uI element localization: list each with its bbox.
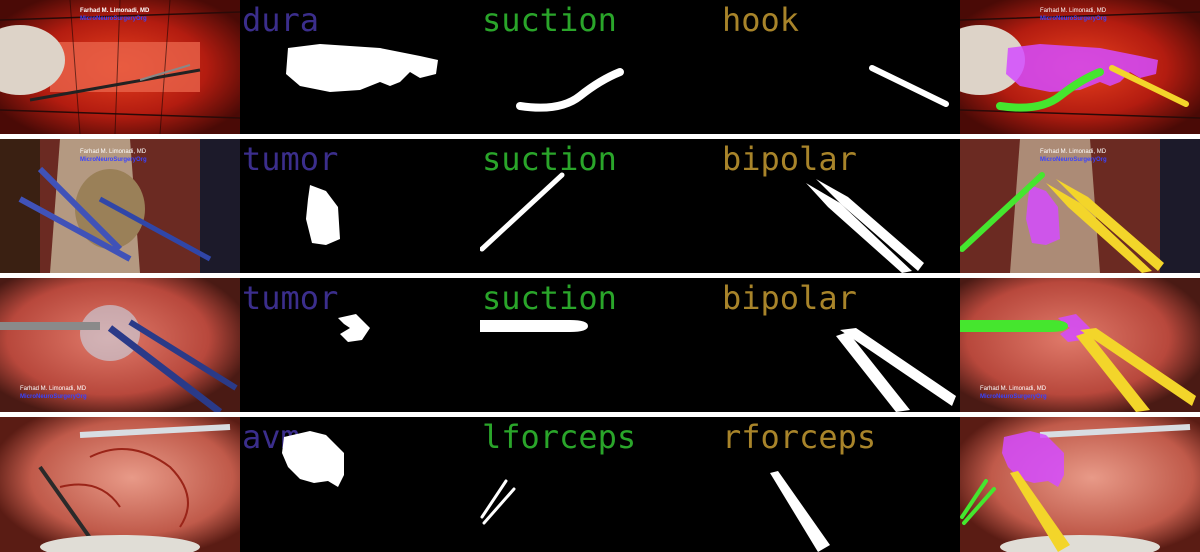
mask-tumor: tumor [240,278,480,412]
sample-row-3: Farhad M. Limonadi, MD MicroNeuroSurgery… [0,278,1200,412]
class-label-2: lforceps [482,418,637,456]
watermark-name: Farhad M. Limonadi, MD [20,386,87,392]
mask-suction: suction [480,139,720,273]
watermark-org: MicroNeuroSurgeryOrg [80,16,147,22]
overlay-region-3 [1056,179,1164,271]
watermark-name: Farhad M. Limonadi, MD [80,8,150,14]
class-label-2: suction [482,140,617,178]
overlay-region-3 [1010,471,1070,552]
mask-rforceps: rforceps [720,417,960,552]
surgical-photo-overlay: Farhad M. Limonadi, MD MicroNeuroSurgery… [960,278,1200,412]
class-label-2: suction [482,1,617,39]
overlay-region-2 [996,68,1104,112]
mask-shape [869,65,949,107]
watermark-name: Farhad M. Limonadi, MD [1040,8,1107,14]
mask-shape [816,179,924,271]
mask-shape [282,431,344,487]
mask-shape [480,320,588,332]
mask-shape [836,332,910,412]
mask-lforceps: lforceps [480,417,720,552]
mask-shape [306,185,340,245]
watermark-org: MicroNeuroSurgeryOrg [1040,157,1107,163]
mask-hook: hook [720,0,960,134]
surgical-photo-original: Farhad M. Limonadi, MD MicroNeuroSurgery… [0,139,240,273]
overlay-region-1 [1006,44,1158,92]
watermark-name: Farhad M. Limonadi, MD [980,386,1047,392]
mask-shape [516,68,624,112]
overlay-region-3 [1076,332,1150,412]
class-label-3: bipolar [722,279,857,317]
watermark-org: MicroNeuroSurgeryOrg [980,394,1047,400]
overlay-region-2 [960,172,1045,252]
surgical-photo-original: Farhad M. Limonadi, MD MicroNeuroSurgery… [0,278,240,412]
mask-suction: suction [480,278,720,412]
mask-shape [480,479,508,519]
surgical-photo-original: Farhad M. Limonadi, MD MicroNeuroSurgery… [0,0,240,134]
mask-shape [840,328,956,406]
overlay-region-2 [960,479,988,519]
class-label-2: suction [482,279,617,317]
overlay-region-2 [960,320,1068,332]
watermark-org: MicroNeuroSurgeryOrg [1040,16,1107,22]
watermark-org: MicroNeuroSurgeryOrg [80,157,147,163]
overlay-region-1 [1026,185,1060,245]
overlay-region-3 [1080,328,1196,406]
sample-row-4: avm lforceps rforceps [0,417,1200,552]
mask-bipolar: bipolar [720,139,960,273]
mask-avm: avm [240,417,480,552]
mask-tumor: tumor [240,139,480,273]
mask-dura: dura [240,0,480,134]
surgical-photo-overlay: Farhad M. Limonadi, MD MicroNeuroSurgery… [960,139,1200,273]
surgical-photo-original [0,417,240,552]
mask-shape [770,471,830,552]
mask-shape [806,183,912,273]
mask-shape [482,487,516,525]
surgical-photo-overlay [960,417,1200,552]
watermark-name: Farhad M. Limonadi, MD [80,149,147,155]
sample-row-1: Farhad M. Limonadi, MD MicroNeuroSurgery… [0,0,1200,134]
class-label-1: tumor [242,140,339,178]
mask-shape [338,314,370,342]
mask-suction: suction [480,0,720,134]
class-label-3: rforceps [722,418,877,456]
sample-row-2: Farhad M. Limonadi, MD MicroNeuroSurgery… [0,139,1200,273]
mask-bipolar: bipolar [720,278,960,412]
watermark-org: MicroNeuroSurgeryOrg [20,394,87,400]
overlay-region-3 [1109,65,1189,107]
overlay-region-3 [1046,183,1152,273]
surgical-photo-overlay: Farhad M. Limonadi, MD MicroNeuroSurgery… [960,0,1200,134]
mask-shape [286,44,438,92]
class-label-3: hook [722,1,800,39]
class-label-3: bipolar [722,140,857,178]
overlay-region-2 [962,487,996,525]
watermark-name: Farhad M. Limonadi, MD [1040,149,1107,155]
class-label-1: dura [242,1,320,39]
class-label-1: tumor [242,279,339,317]
mask-shape [480,172,565,252]
